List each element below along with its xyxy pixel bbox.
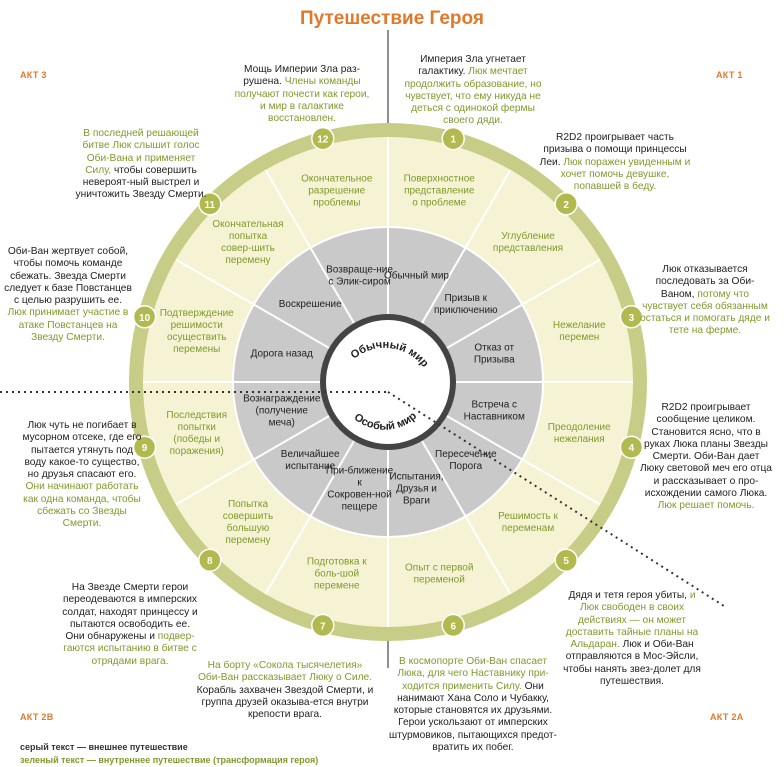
stage-3-note: Люк отказывается последовать за Оби-Вано…	[640, 264, 770, 337]
wheel-spoke	[264, 169, 355, 324]
act-1-label: АКТ 1	[716, 70, 743, 80]
act-3-label: АКТ 3	[20, 70, 47, 80]
page-title: Путешествие Героя	[300, 8, 484, 29]
stage-8-note: На Звезде Смерти герои переодеваются в и…	[62, 582, 198, 667]
stage-2-note: R2D2 проигрывает часть призыва о помощи …	[539, 132, 691, 193]
stage-number-marker	[311, 613, 335, 638]
stage-number: 9	[142, 443, 148, 454]
threshold-dotted-line-right	[387, 391, 725, 607]
act-2b-label: АКТ 2В	[20, 712, 54, 722]
stage-9-note: Люк чуть не погибает в мусорном отсеке, …	[22, 420, 142, 530]
stage-1-note: Империя Зла угнетает галактику. Люк мечт…	[404, 54, 542, 127]
act-2a-label: АКТ 2А	[710, 712, 744, 722]
stage-number: 2	[563, 200, 569, 211]
stage-number: 6	[450, 621, 456, 632]
inner-stage-label: Дорога назад	[251, 349, 313, 360]
wheel-spoke	[421, 169, 512, 324]
stage-number-marker	[554, 548, 578, 572]
stage-number-marker	[132, 435, 157, 459]
wheel-spoke	[421, 440, 512, 595]
stage-number: 11	[205, 200, 216, 211]
stage-number: 7	[320, 621, 326, 632]
stage-5-note: Дядя и тетя героя убиты, и Люк свободен …	[563, 590, 701, 688]
stage-number-marker	[441, 613, 465, 638]
wheel-spoke	[446, 258, 601, 349]
legend-green: зеленый текст — внутреннее путешествие (…	[20, 755, 319, 765]
legend-gray: серый текст — внешнее путешествие	[20, 742, 188, 752]
stage-number: 1	[450, 135, 456, 146]
wheel-spoke	[446, 415, 601, 506]
stage-number-marker	[554, 192, 578, 216]
wheel-spoke	[264, 440, 355, 595]
stage-number: 5	[563, 556, 569, 567]
inner-stage-label: Обычный мир	[384, 270, 449, 282]
wheel-spoke	[175, 258, 330, 349]
stage-number: 4	[629, 443, 635, 454]
stage-number-marker	[441, 126, 465, 151]
inner-stage-label: Воскрешение	[279, 299, 342, 310]
wheel-spoke	[175, 415, 330, 506]
stage-number-marker	[132, 305, 157, 329]
stage-12-note: Мощь Империи Зла раз-рушена. Члены коман…	[234, 64, 370, 125]
stage-number-marker	[198, 192, 222, 216]
stage-number-marker	[619, 435, 644, 459]
stage-11-note: В последней решающей битве Люк слышит го…	[75, 128, 207, 201]
center-circle	[320, 314, 456, 450]
stage-number: 8	[207, 556, 213, 567]
stage-number-marker	[619, 305, 644, 329]
stage-number: 12	[317, 135, 329, 146]
stage-4-note: R2D2 проигрывает сообщение целиком. Стан…	[640, 402, 772, 512]
stage-7-note: На борту «Сокола тысячелетия» Оби-Ван ра…	[196, 660, 374, 721]
stage-10-note: Оби-Ван жертвует собой, чтобы помочь ком…	[4, 246, 132, 344]
stage-number-marker	[198, 548, 222, 572]
stage-number-marker	[311, 126, 335, 151]
stage-number: 3	[629, 313, 635, 324]
stage-number: 10	[139, 313, 151, 324]
stage-6-note: В космопорте Оби-Ван спасает Люка, для ч…	[389, 656, 557, 754]
